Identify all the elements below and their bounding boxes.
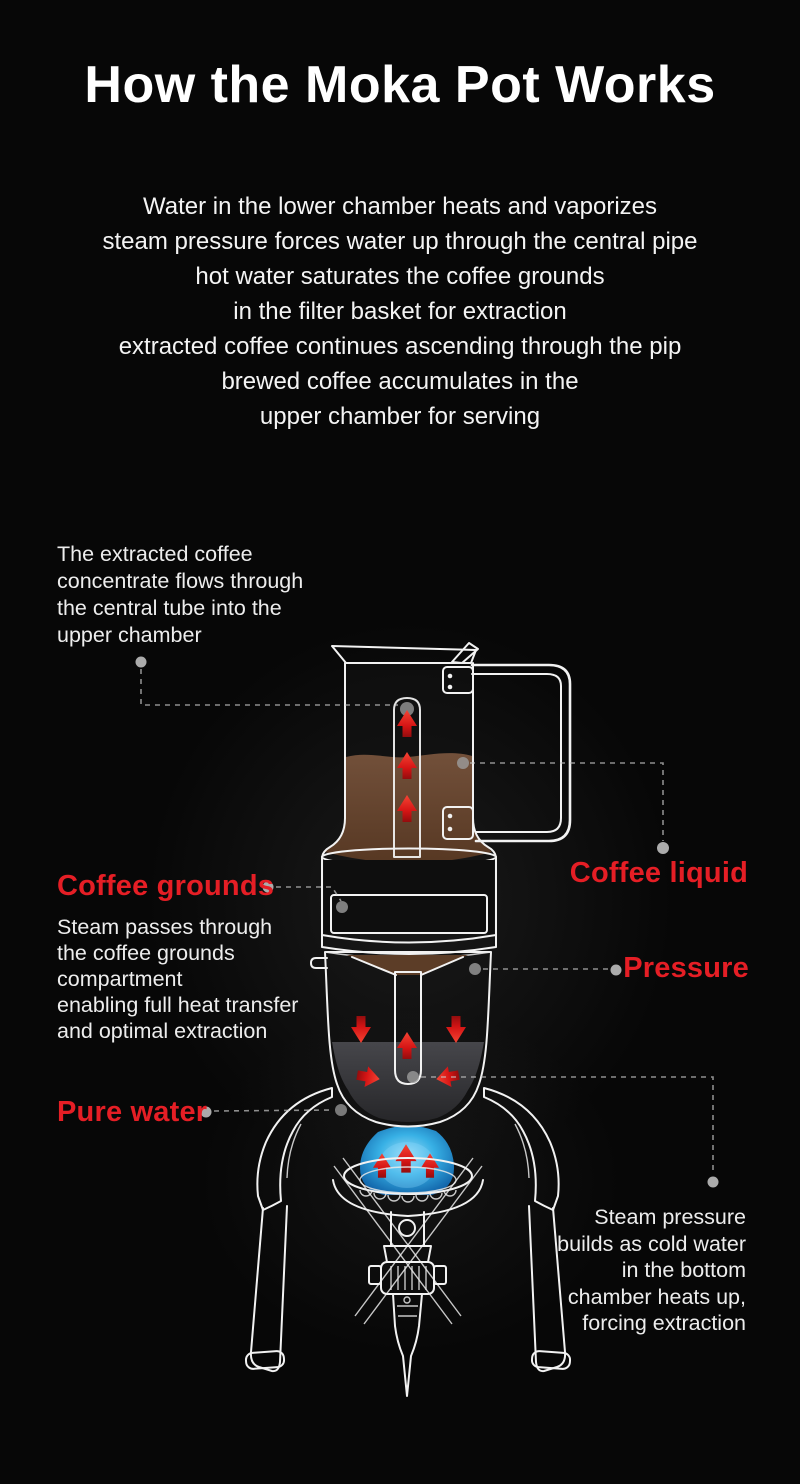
annotation-line: chamber heats up,: [567, 1284, 746, 1309]
intro-paragraph: Water in the lower chamber heats and vap…: [0, 189, 800, 434]
intro-line: in the filter basket for extraction: [233, 298, 567, 325]
label-coffee-liquid: Coffee liquid: [569, 857, 748, 889]
burner-ring-icon: [343, 1157, 473, 1397]
lower-chamber: [324, 951, 492, 1128]
leader-dot: [657, 842, 669, 854]
leader-dot: [200, 1106, 212, 1118]
annotation-extracted-coffee: The extracted coffee concentrate flows t…: [57, 541, 357, 649]
leader-dot: [335, 1104, 347, 1116]
moka-pot-icon: [310, 642, 572, 1128]
annotation-line: the central tube into the: [57, 596, 282, 620]
leader-dot: [336, 901, 348, 913]
annotation-line: The extracted coffee: [57, 542, 253, 566]
annotation-line: builds as cold water: [557, 1231, 746, 1256]
leader-dot: [407, 1071, 419, 1083]
pure-water-fill: [332, 1042, 484, 1122]
annotation-line: forcing extraction: [582, 1311, 746, 1336]
intro-line: Water in the lower chamber heats and vap…: [142, 193, 658, 220]
page-title: How the Moka Pot Works: [84, 56, 716, 114]
leader-dot: [707, 1176, 719, 1188]
coffee-grounds-fill: [330, 894, 488, 934]
intro-line: brewed coffee accumulates in the: [221, 368, 579, 395]
intro-line: steam pressure forces water up through t…: [102, 228, 698, 255]
annotation-line: and optimal extraction: [57, 1019, 268, 1043]
flame-icon: [360, 1125, 455, 1195]
leader-lines: [135, 656, 719, 1188]
central-tube-upper: [393, 697, 421, 858]
leader-dot: [469, 963, 481, 975]
annotation-steam-passes: Steam passes through the coffee grounds …: [57, 914, 357, 1044]
leader-dot: [400, 702, 414, 716]
label-pure-water: Pure water: [57, 1096, 208, 1128]
annotation-line: enabling full heat transfer: [57, 993, 299, 1017]
label-coffee-grounds: Coffee grounds: [57, 870, 275, 902]
annotation-line: in the bottom: [621, 1258, 746, 1283]
intro-line: hot water saturates the coffee grounds: [195, 263, 605, 290]
annotation-steam-pressure: Steam pressure builds as cold water in t…: [446, 1204, 746, 1337]
annotation-line: the coffee grounds: [57, 941, 235, 965]
leader-dot: [135, 656, 147, 668]
intro-line: extracted coffee continues ascending thr…: [118, 333, 682, 360]
annotation-line: Steam passes through: [57, 915, 273, 939]
annotation-line: Steam pressure: [594, 1205, 746, 1229]
leader-dot: [610, 964, 622, 976]
central-tube-lower: [394, 971, 422, 1085]
annotation-line: concentrate flows through: [57, 569, 304, 593]
leader-dot: [457, 757, 469, 769]
leader-dot: [262, 881, 274, 893]
label-pressure: Pressure: [623, 952, 749, 984]
intro-line: upper chamber for serving: [259, 403, 541, 430]
annotation-line: compartment: [57, 967, 183, 991]
annotation-line: upper chamber: [57, 623, 202, 647]
